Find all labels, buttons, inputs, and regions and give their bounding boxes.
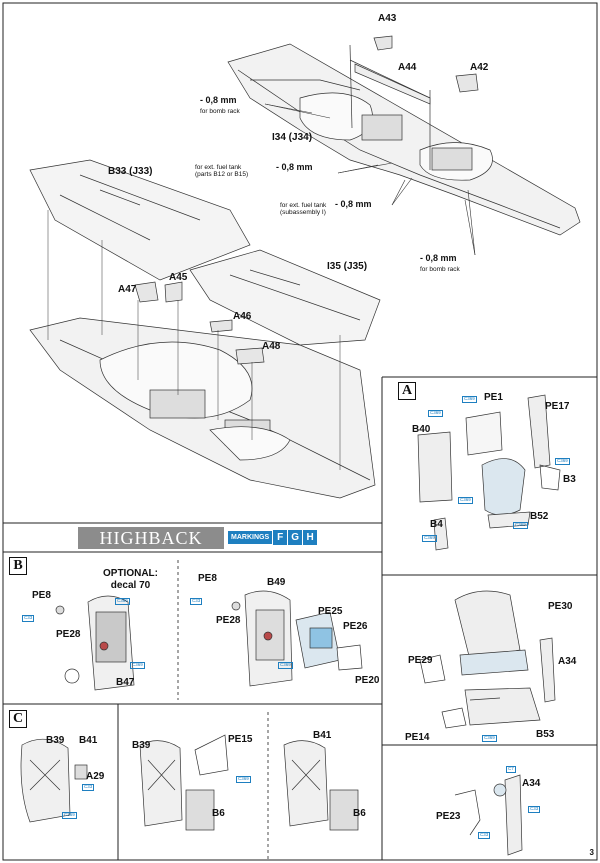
label-b53: B53 [536, 729, 555, 740]
label-b-pe8-left: PE8 [32, 590, 51, 601]
paint-a-6: C369 [422, 535, 437, 542]
label-c-b39-mid: B39 [132, 740, 151, 751]
label-a45: A45 [169, 272, 188, 283]
label-a46: A46 [233, 311, 252, 322]
label-b-pe28-right: PE28 [216, 615, 241, 626]
label-b-pe8-right: PE8 [198, 573, 217, 584]
paint-a-3: C369 [555, 458, 570, 465]
markings-badge: MARKINGS F G H [228, 529, 318, 546]
paint-b-4: C33 [190, 598, 203, 605]
label-a47: A47 [118, 284, 137, 295]
label-pe29: PE29 [408, 655, 433, 666]
label-b-pe28-left: PE28 [56, 629, 81, 640]
paint-seat-1: C369 [482, 735, 497, 742]
paint-a-5: C369 [513, 522, 528, 529]
drill-size-3: - 0,8 mm [335, 199, 372, 209]
markings-label: MARKINGS [228, 531, 273, 544]
marking-f: F [273, 530, 288, 545]
label-pe26: PE26 [343, 621, 368, 632]
drill-size-2: - 0,8 mm [276, 162, 313, 172]
paint-c-1: C33 [82, 784, 95, 791]
drill-leaders-top [264, 103, 476, 256]
lower-wing-drawing [29, 317, 376, 499]
label-b3: B3 [563, 474, 576, 485]
label-a34-seat: A34 [558, 656, 577, 667]
section-a-drawing [417, 394, 561, 551]
label-c-b41-left: B41 [79, 735, 98, 746]
label-pe17: PE17 [545, 401, 570, 412]
label-c-b6-right: B6 [353, 808, 366, 819]
section-b-drawing [55, 590, 363, 691]
section-b-tag: B [9, 557, 27, 575]
assembly-lines [47, 210, 341, 470]
paint-a-4: C369 [458, 497, 473, 504]
page-number: 3 [589, 848, 594, 857]
label-pe1: PE1 [484, 392, 503, 403]
paint-b-5: C369 [278, 662, 293, 669]
label-b33: B33 (J33) [108, 166, 153, 177]
upper-wing-drawing [227, 43, 581, 236]
drill-size-4: - 0,8 mm [420, 253, 457, 263]
drill-note-3: for ext. fuel tank (subassembly I) [280, 202, 327, 217]
label-b4: B4 [430, 519, 443, 530]
label-a43: A43 [378, 13, 397, 24]
label-b40: B40 [412, 424, 431, 435]
section-c-tag: C [9, 710, 27, 728]
upper-small-parts [354, 35, 479, 105]
label-c-b6-mid: B6 [212, 808, 225, 819]
marking-g: G [288, 530, 303, 545]
label-b52: B52 [530, 511, 549, 522]
label-a29: A29 [86, 771, 105, 782]
section-mg-drawing [454, 774, 523, 856]
paint-mg-2: C33 [528, 806, 541, 813]
label-a42: A42 [470, 62, 489, 73]
highback-banner: HIGHBACK [78, 527, 224, 549]
paint-mg-3: C33 [478, 832, 491, 839]
label-pe30: PE30 [548, 601, 573, 612]
paint-b-1: C33 [22, 615, 35, 622]
paint-b-3: C369 [130, 662, 145, 669]
label-a34-mg: A34 [522, 778, 541, 789]
paint-mg-1: C7 [506, 766, 516, 773]
label-c-b41-right: B41 [313, 730, 332, 741]
label-c-b39-left: B39 [46, 735, 65, 746]
drill-note-4: for bomb rack [420, 266, 460, 273]
wing-small-parts [134, 281, 265, 365]
panel-i35 [189, 249, 381, 346]
label-pe15: PE15 [228, 734, 253, 745]
optional-decal-note: OPTIONAL: decal 70 [103, 568, 158, 591]
paint-a-1: C369 [428, 410, 443, 417]
label-pe25: PE25 [318, 606, 343, 617]
paint-b-2: C369 [115, 598, 130, 605]
label-pe23: PE23 [436, 811, 461, 822]
paint-c-3: C369 [236, 776, 251, 783]
label-pe20: PE20 [355, 675, 380, 686]
label-a48: A48 [262, 341, 281, 352]
drill-size-1: - 0,8 mm [200, 95, 237, 105]
label-b49: B49 [267, 577, 286, 588]
label-i35: I35 (J35) [327, 261, 368, 272]
seat-assembly-drawing [419, 590, 556, 729]
drill-note-2: for ext. fuel tank (parts B12 or B15) [195, 164, 249, 179]
section-a-tag: A [398, 382, 416, 400]
panel-b33 [29, 159, 251, 281]
paint-c-2: C369 [62, 812, 77, 819]
label-pe14: PE14 [405, 732, 430, 743]
marking-h: H [303, 530, 318, 545]
drill-note-1: for bomb rack [200, 108, 240, 115]
label-a44: A44 [398, 62, 417, 73]
label-i34: I34 (J34) [272, 132, 313, 143]
label-b47: B47 [116, 677, 135, 688]
section-c-drawing [20, 734, 359, 831]
paint-a-2: C369 [462, 396, 477, 403]
